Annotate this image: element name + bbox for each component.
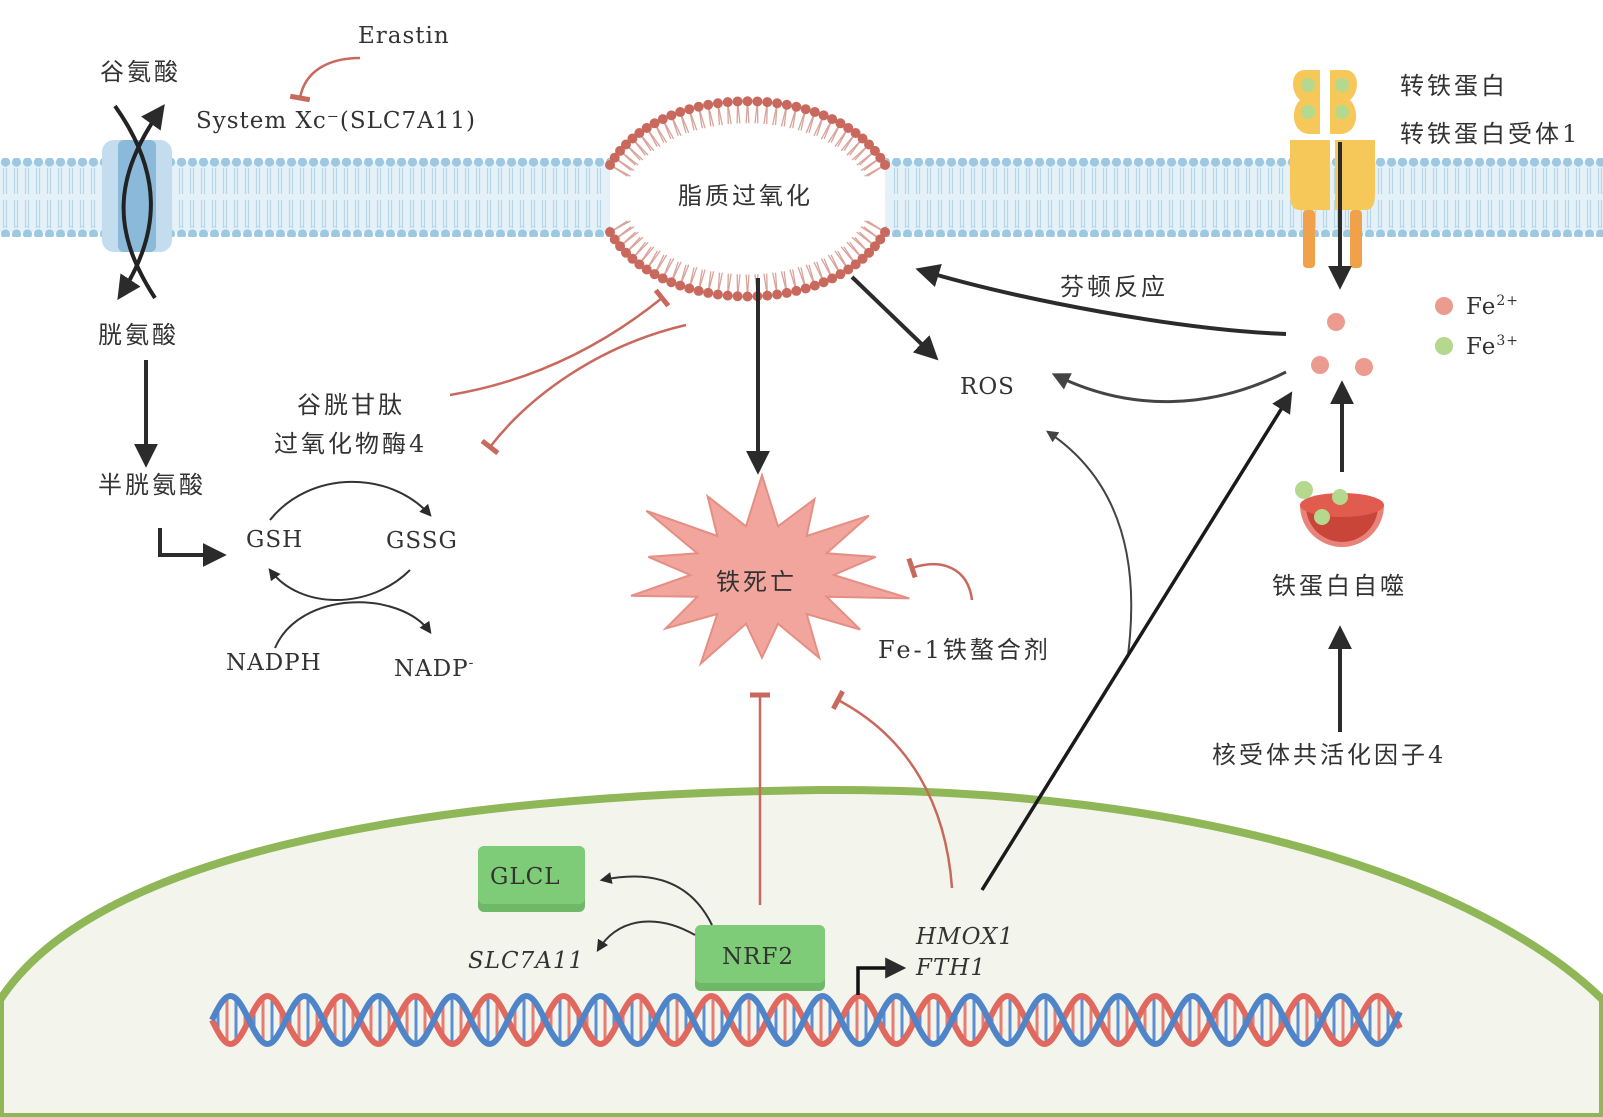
cysteine-label: 半胱氨酸 bbox=[98, 471, 206, 499]
system-xc-transporter bbox=[102, 104, 172, 301]
inhibition-lines bbox=[289, 56, 974, 905]
ferroptosis-star bbox=[630, 471, 910, 667]
lipid-to-ros-arrow bbox=[850, 275, 939, 361]
iron-legend: Fe2+ Fe3+ bbox=[1435, 293, 1519, 360]
transcription-start-arrow bbox=[856, 957, 907, 995]
gpx4-label-line2: 过氧化物酶4 bbox=[274, 430, 427, 458]
fenton-reaction-arrow bbox=[915, 264, 1287, 336]
ferritinophagy-label: 铁蛋白自噬 bbox=[1272, 572, 1407, 600]
erastin-inhibits-system-xc bbox=[289, 56, 361, 103]
hmox1-label: HMOX1 bbox=[915, 924, 1014, 950]
tfr1-label: 转铁蛋白受体1 bbox=[1400, 120, 1580, 148]
nadph-label: NADPH bbox=[226, 650, 322, 676]
nrf2-box bbox=[695, 925, 825, 991]
nadp-label: NADP- bbox=[394, 655, 474, 682]
glcl-label: GLCL bbox=[490, 864, 561, 890]
chelator-to-ros-arrow bbox=[1046, 430, 1133, 656]
ncoa4-label: 核受体共活化因子4 bbox=[1212, 741, 1446, 769]
gsh-to-gssg-arrow bbox=[269, 480, 432, 521]
transferrin-receptor bbox=[1290, 70, 1375, 290]
lipid-peroxidation-label: 脂质过氧化 bbox=[678, 182, 813, 210]
fth1-label: FTH1 bbox=[915, 955, 986, 981]
lipid-inhibits-gpx4 bbox=[480, 323, 687, 456]
glutamate-label: 谷氨酸 bbox=[100, 58, 181, 86]
fe2-legend-label: Fe2+ bbox=[1466, 293, 1519, 320]
transferrin-protein bbox=[1293, 70, 1357, 134]
erastin-label: Erastin bbox=[358, 23, 450, 49]
glutamate-export-arrow bbox=[121, 104, 165, 300]
fe3-legend-dot bbox=[1435, 337, 1453, 355]
cystine-import-arrow bbox=[113, 104, 153, 301]
chelator-inhibits-ferroptosis bbox=[906, 557, 974, 601]
fe1-chelator-label: Fe-1铁螯合剂 bbox=[878, 636, 1051, 664]
ferroptosis-label: 铁死亡 bbox=[716, 568, 797, 596]
fe2-legend-dot bbox=[1435, 297, 1453, 315]
glcl-box bbox=[478, 846, 585, 912]
nrf2-to-glcl-arrow bbox=[599, 872, 713, 926]
transferrin-label: 转铁蛋白 bbox=[1400, 72, 1508, 100]
cysteine-to-gsh-arrow bbox=[158, 528, 227, 567]
nrf2-label: NRF2 bbox=[722, 944, 794, 970]
slc7a11-label: SLC7A11 bbox=[468, 948, 584, 974]
hmox1-inhibits-ferroptosis bbox=[831, 689, 954, 889]
iron-pool bbox=[1311, 313, 1373, 376]
ros-label: ROS bbox=[960, 374, 1015, 400]
fenton-label: 芬顿反应 bbox=[1060, 273, 1168, 301]
gssg-label: GSSG bbox=[386, 528, 458, 554]
iron-to-ros-arrow bbox=[1051, 370, 1287, 404]
gpx4-inhibits-lipid-peroxidation bbox=[449, 288, 671, 397]
labels: Erastin 谷氨酸 System Xc⁻(SLC7A11) 胱氨酸 半胱氨酸… bbox=[98, 23, 1580, 981]
dna-double-helix bbox=[209, 992, 1403, 1048]
gpx4-label-line1: 谷胱甘肽 bbox=[297, 391, 405, 419]
ferritinophagy-vesicle bbox=[1295, 481, 1384, 547]
system-xc-label: System Xc⁻(SLC7A11) bbox=[196, 108, 476, 134]
nrf2-to-slc7a11-arrow bbox=[596, 920, 696, 953]
pathway-arrows bbox=[134, 264, 1354, 995]
lipid-peroxidation-bilayer bbox=[605, 96, 890, 302]
cystine-label: 胱氨酸 bbox=[98, 321, 179, 349]
hmox1-to-iron-arrow bbox=[980, 391, 1293, 891]
gssg-to-gsh-arrow bbox=[268, 568, 411, 601]
nadph-to-nadp-arrow bbox=[274, 601, 432, 649]
gsh-label: GSH bbox=[246, 527, 303, 553]
fe3-legend-label: Fe3+ bbox=[1466, 333, 1519, 360]
